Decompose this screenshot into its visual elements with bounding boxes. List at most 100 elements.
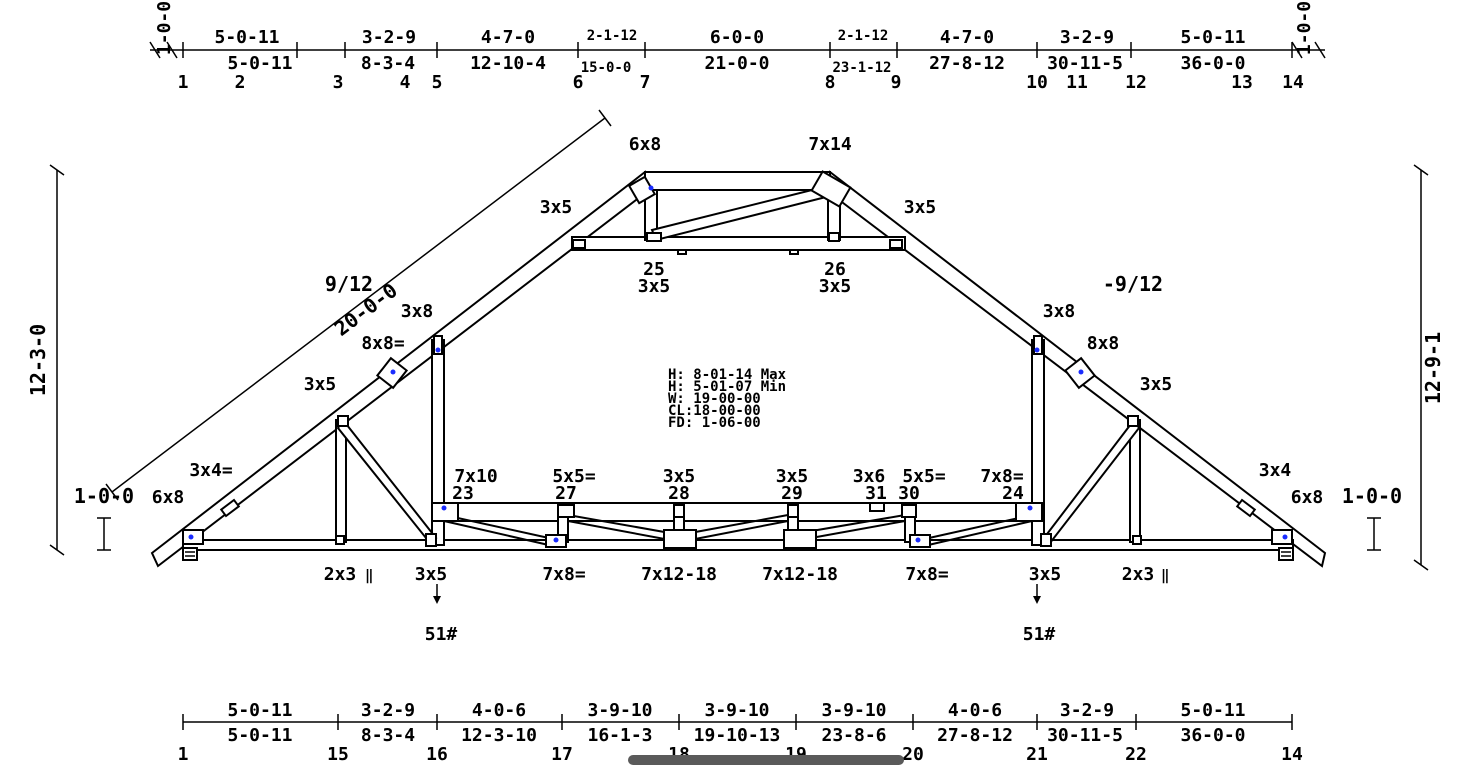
joint-number: 7	[640, 72, 651, 93]
top-overhang-left-label: 1-0-0	[154, 1, 175, 55]
bottom-dim-segment: 3-2-9	[361, 700, 415, 721]
left-web-diagonal	[336, 418, 438, 545]
top-dim-segment: 5-0-11	[1180, 27, 1245, 48]
attic-floor-chord	[431, 502, 1043, 522]
plate-label: 6x8	[152, 487, 185, 508]
top-dim-segment: 2-1-12	[587, 28, 638, 44]
joint-number: 29	[781, 483, 803, 504]
bottom-dim-cumulative: 8-3-4	[361, 725, 415, 746]
connector-plates	[182, 170, 1294, 561]
plate-box	[431, 502, 459, 522]
point-loads: 51# 51#	[425, 584, 1055, 645]
plate-box	[663, 529, 697, 549]
top-dim-segment: 6-0-0	[710, 27, 764, 48]
top-dim-segment: 4-7-0	[940, 27, 994, 48]
plate-labels: 6x8 7x14 3x5 3x5 25 3x5 26 3x5 3x8 3x8 8…	[152, 134, 1324, 585]
plate-box	[335, 535, 345, 545]
floor-diagonal	[443, 514, 559, 541]
plate-label: 7x12-18	[641, 564, 717, 585]
bottom-dim-cumulative: 23-8-6	[821, 725, 886, 746]
floor-diagonal	[799, 520, 906, 541]
plate-box	[1132, 535, 1142, 545]
joint-number: 13	[1231, 72, 1253, 93]
bottom-dim-segment: 4-0-6	[948, 700, 1002, 721]
joint-number: 1	[178, 72, 189, 93]
top-dim-cumulative: 5-0-11	[227, 53, 292, 74]
horizontal-scrollbar[interactable]	[628, 755, 904, 765]
right-web-diagonal	[1042, 418, 1141, 545]
top-dim-cumulative: 12-10-4	[470, 53, 546, 74]
plate-box	[869, 502, 885, 512]
top-diagonal	[650, 184, 832, 242]
right-pitch-label: -9/12	[1103, 272, 1163, 296]
plate-label: 2x3	[1122, 564, 1155, 585]
bottom-dim-segment: 5-0-11	[1180, 700, 1245, 721]
room-floor-depth: FD: 1-06-00	[668, 415, 761, 431]
plate-label: 3x5	[819, 276, 852, 297]
attic-room-info: H: 8-01-14 Max H: 5-01-07 Min W: 19-00-0…	[668, 367, 787, 431]
joint-number: 28	[668, 483, 690, 504]
plate-label: 3x5	[1029, 564, 1062, 585]
plate-label: 3x5	[776, 466, 809, 487]
plate-box	[677, 249, 687, 255]
joint-number: 16	[426, 744, 448, 762]
plate-label: 3x5	[304, 374, 337, 395]
plate-box	[1235, 498, 1257, 518]
top-dim-cumulative: 27-8-12	[929, 53, 1005, 74]
room-height-max: H: 8-01-14 Max	[668, 367, 787, 383]
joint-number: 17	[551, 744, 573, 762]
floor-diagonal	[689, 520, 789, 541]
joint-number: 10	[1026, 72, 1048, 93]
bottom-dim-cumulative: 16-1-3	[587, 725, 652, 746]
left-height-dimension: 12-3-0 1-0-0	[26, 164, 134, 556]
joint-number: 25	[643, 259, 665, 280]
floor-diagonal	[689, 514, 789, 534]
joint-number: 27	[555, 483, 577, 504]
plate-label: 3x5	[1140, 374, 1173, 395]
floor-diagonal	[443, 520, 554, 547]
plate-label: 3x4=	[189, 460, 233, 481]
right-height-label: 12-9-1	[1421, 332, 1445, 404]
top-dim-segment: 3-2-9	[362, 27, 416, 48]
plate-label: 7x10	[454, 466, 497, 487]
bottom-dimension-line: 5-0-11 3-2-9 4-0-6 3-9-10 3-9-10 3-9-10 …	[178, 700, 1303, 762]
top-dim-cumulative: 8-3-4	[361, 53, 415, 74]
bottom-dim-segment: 3-9-10	[704, 700, 769, 721]
room-clear: CL:18-00-00	[668, 403, 761, 419]
joint-number: 24	[1002, 483, 1024, 504]
left-web-vertical	[335, 419, 347, 543]
plate-orientation-mark: ‖	[365, 568, 373, 584]
right-height-dimension: 12-9-1 1-0-0	[1342, 164, 1445, 571]
plate-label: 3x5	[663, 466, 696, 487]
joint-number: 8	[825, 72, 836, 93]
joint-number: 9	[891, 72, 902, 93]
plate-box	[433, 335, 443, 355]
plate-label: 7x8=	[905, 564, 949, 585]
room-width: W: 19-00-00	[668, 391, 761, 407]
top-flat-chord	[644, 171, 831, 191]
top-dim-segment: 3-2-9	[1060, 27, 1114, 48]
joint-number: 15	[327, 744, 349, 762]
plate-box	[425, 533, 437, 547]
plate-label: 3x5	[904, 197, 937, 218]
joint-number: 20	[902, 744, 924, 762]
floor-diagonal	[567, 514, 671, 534]
plate-box	[646, 232, 662, 242]
plate-box	[1033, 335, 1043, 355]
plate-label: 3x5	[415, 564, 448, 585]
plate-box	[889, 239, 903, 249]
joint-number: 26	[824, 259, 846, 280]
plate-box	[572, 239, 586, 249]
plate-box	[219, 498, 241, 518]
plate-box	[1015, 502, 1043, 522]
joint-number: 12	[1125, 72, 1147, 93]
top-dim-cumulative: 23-1-12	[832, 60, 891, 76]
bottom-dim-segment: 3-9-10	[821, 700, 886, 721]
plate-box	[787, 504, 799, 518]
bottom-dim-cumulative: 19-10-13	[694, 725, 781, 746]
left-heel-label: 1-0-0	[74, 484, 134, 508]
bottom-dim-segment: 3-9-10	[587, 700, 652, 721]
top-overhang-right-label: 1-0-0	[1294, 1, 1315, 55]
bottom-dim-segment: 4-0-6	[472, 700, 526, 721]
